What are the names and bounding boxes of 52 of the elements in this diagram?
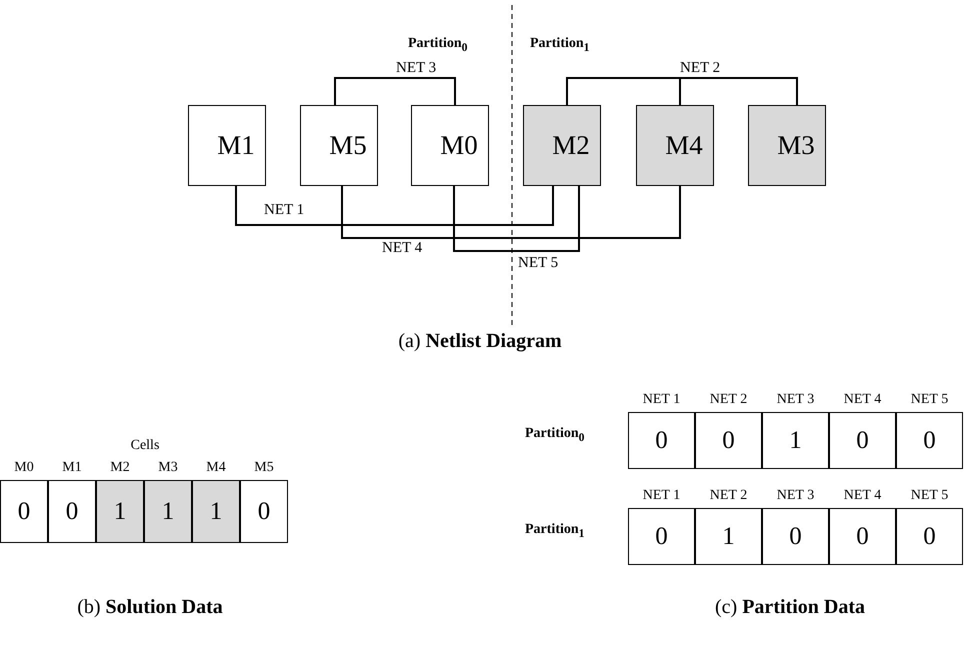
column-header: NET 5 [910,392,950,408]
column-header: NET 4 [842,392,882,408]
value-cell: 1 [144,480,192,543]
column-header: NET 1 [642,392,682,408]
module-box: M5 [300,105,378,186]
value-cell: 0 [48,480,96,543]
value-cell: 0 [695,412,762,469]
value-cell: 0 [829,508,896,565]
module-box: M1 [188,105,266,186]
value-cell: 0 [829,412,896,469]
value-cell: 1 [192,480,240,543]
net-wire [679,77,798,105]
column-header: M3 [157,460,179,476]
net-wire [235,186,554,226]
module-box: M3 [748,105,826,186]
column-header: NET 2 [708,392,748,408]
value-cell: 0 [762,508,829,565]
net-wire [453,186,580,252]
value-cell: 1 [762,412,829,469]
column-header: NET 5 [910,488,950,504]
net-wire [566,77,681,105]
value-cell: 0 [896,508,963,565]
value-cell: 0 [628,508,695,565]
column-header: NET 4 [842,488,882,504]
column-header: M2 [109,460,131,476]
value-cell: 0 [896,412,963,469]
figure-caption: (b) Solution Data [76,596,224,619]
column-header: NET 3 [776,392,816,408]
table-title: Cells [130,438,160,454]
module-box: M4 [636,105,714,186]
column-header: NET 1 [642,488,682,504]
value-cell: 0 [240,480,288,543]
net-wire [334,77,456,105]
value-cell: 1 [695,508,762,565]
value-cell: 0 [0,480,48,543]
partition-label: Partition$_{0}$ [408,36,468,54]
figure-caption: (c) Partition Data [714,596,866,619]
figure-caption: (a) Netlist Diagram [397,330,563,353]
column-header: NET 3 [776,488,816,504]
column-header: M4 [205,460,227,476]
module-box: M0 [411,105,489,186]
module-box: M2 [523,105,601,186]
column-header: NET 2 [708,488,748,504]
value-cell: 0 [628,412,695,469]
net-wire [341,186,681,239]
partition-label: Partition$_{1}$ [530,36,590,54]
partition-label: Partition$_{1}$ [525,522,584,540]
column-header: M1 [61,460,83,476]
partition-label: Partition$_{0}$ [525,426,584,444]
value-cell: 1 [96,480,144,543]
column-header: M5 [253,460,275,476]
column-header: M0 [13,460,35,476]
